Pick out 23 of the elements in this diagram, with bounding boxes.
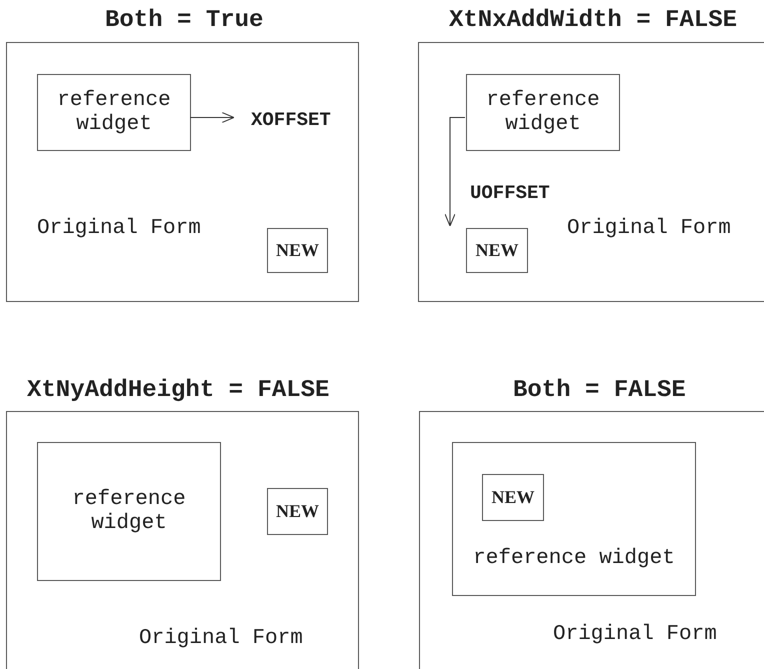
widget-label: reference widget xyxy=(473,547,675,571)
new-widget-box: NEW xyxy=(482,474,544,521)
form-label: Original Form xyxy=(139,627,303,651)
widget-box xyxy=(466,74,620,151)
panel-title: Both = True xyxy=(105,7,264,35)
panel-title: XtNxAddWidth = FALSE xyxy=(449,7,738,35)
new-widget-box: NEW xyxy=(267,488,328,535)
widget-label: reference widget xyxy=(56,88,172,136)
panel-title: XtNyAddHeight = FALSE xyxy=(27,377,330,405)
offset-label: XOFFSET xyxy=(237,107,347,133)
widget-label: reference widget xyxy=(71,488,187,536)
widget-box xyxy=(37,442,221,581)
new-widget-box: NEW xyxy=(466,228,528,273)
panel-title: Both = FALSE xyxy=(513,377,686,405)
form-label: Original Form xyxy=(553,623,717,647)
form-label: Original Form xyxy=(567,217,731,241)
arrow xyxy=(444,117,466,226)
arrow xyxy=(190,112,234,123)
widget-box xyxy=(37,74,191,151)
widget-box xyxy=(452,442,696,596)
form-label: Original Form xyxy=(37,217,201,241)
widget-label: reference widget xyxy=(485,88,601,136)
new-widget-box: NEW xyxy=(267,228,328,273)
